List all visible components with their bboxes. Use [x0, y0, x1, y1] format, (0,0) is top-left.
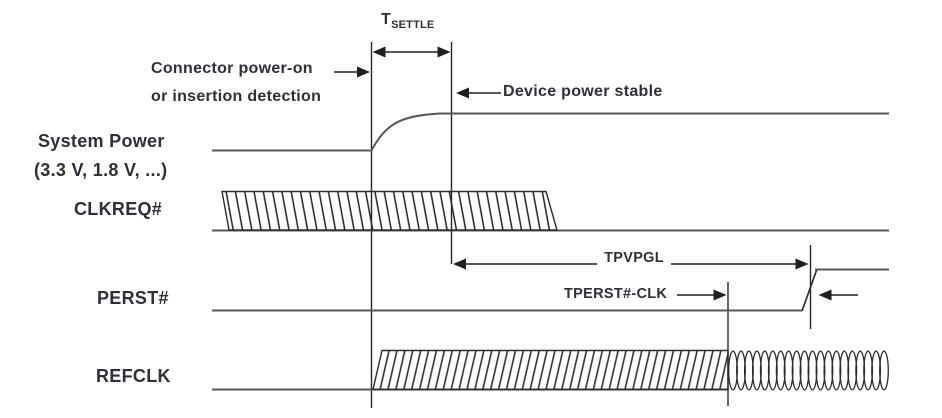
refclk-hatch-band: [372, 349, 729, 391]
system-power-trace: [212, 112, 889, 152]
refclk-active-clock: [728, 350, 889, 391]
connector-power-on-note: Connector power-on or insertion detectio…: [151, 55, 321, 111]
clkreq-hatch-band: [221, 190, 558, 231]
system-power-voltages-label: (3.3 V, 1.8 V, ...): [34, 160, 168, 180]
tperst-clk-pointer-arrow: [677, 289, 727, 301]
device-stable-pointer-arrow: [456, 87, 501, 99]
tpvpgl-label: TPVPGL: [604, 250, 664, 266]
tperst-clk-label: TPERST#-CLK: [564, 286, 668, 302]
system-power-label: System Power: [38, 131, 165, 151]
perst-edge-pointer-arrow: [818, 289, 858, 301]
t-settle-subscript: SETTLE: [391, 19, 435, 31]
t-settle-label: TSETTLE: [381, 11, 435, 31]
refclk-label: REFCLK: [96, 366, 171, 386]
perst-label: PERST#: [97, 288, 169, 308]
perst-rising-edge: [801, 268, 818, 312]
connector-note-line2: or insertion detection: [151, 88, 322, 105]
connector-note-line1: Connector power-on: [151, 60, 313, 77]
clkreq-label: CLKREQ#: [74, 199, 163, 219]
device-power-stable-note: Device power stable: [503, 83, 663, 100]
t-settle-symbol: T: [381, 11, 392, 28]
tsettle-span-arrow: [372, 46, 451, 58]
tpvpgl-span-arrow: [453, 258, 809, 270]
connector-pointer-arrow: [334, 66, 370, 78]
